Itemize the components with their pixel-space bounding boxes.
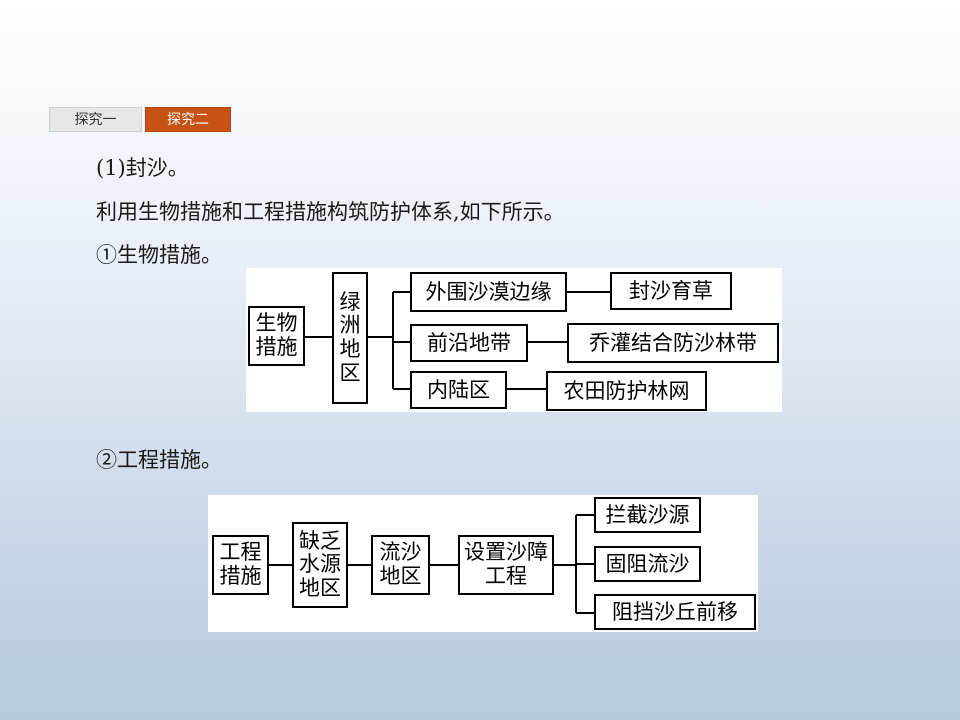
- outcome-box-block-source: 拦截沙源: [594, 497, 701, 533]
- eng-root-box: 工程措施: [212, 535, 269, 595]
- area-box-front-zone: 前沿地带: [410, 324, 528, 362]
- eng-measures-diagram: 工程措施 缺乏水源地区 流沙地区 设置沙障工程 拦截沙源 固阻流沙 阻挡沙丘前移: [208, 495, 758, 632]
- outcome-box-stop-dunes: 阻挡沙丘前移: [594, 594, 756, 630]
- intro-text: 利用生物措施和工程措施构筑防护体系,如下所示。: [96, 200, 565, 224]
- water-scarce-box: 缺乏水源地区: [292, 522, 348, 608]
- bio-root-box: 生物措施: [248, 306, 305, 366]
- oasis-region-box: 绿洲地区: [332, 272, 368, 404]
- section-heading: (1)封沙。: [96, 156, 189, 180]
- eng-measures-heading: ②工程措施。: [96, 448, 222, 472]
- tab-bar: 探究一 探究二: [49, 107, 231, 132]
- measure-box-farmland-net: 农田防护林网: [546, 371, 707, 411]
- tab-explore-2[interactable]: 探究二: [145, 107, 231, 132]
- quicksand-area-box: 流沙地区: [371, 535, 430, 595]
- eng-connectors: [269, 514, 594, 614]
- outcome-box-fix-sand: 固阻流沙: [594, 546, 701, 582]
- bio-connectors: [303, 291, 610, 390]
- area-box-outer-desert: 外围沙漠边缘: [410, 272, 567, 312]
- sand-barrier-box: 设置沙障工程: [458, 535, 554, 595]
- bio-measures-heading: ①生物措施。: [96, 243, 222, 267]
- bio-measures-diagram: 生物措施 绿洲地区 外围沙漠边缘 前沿地带 内陆区 封沙育草 乔灌结合防沙林带 …: [246, 268, 782, 412]
- tab-explore-1[interactable]: 探究一: [49, 107, 142, 132]
- area-box-inland: 内陆区: [410, 371, 507, 409]
- measure-box-shelter-belt: 乔灌结合防沙林带: [567, 323, 779, 363]
- measure-box-sand-grass: 封沙育草: [610, 272, 732, 310]
